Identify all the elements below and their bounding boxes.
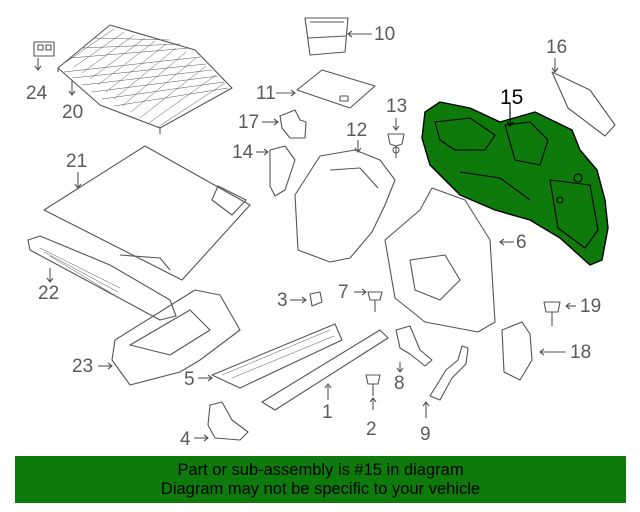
part-21-floor-mat (43, 145, 251, 281)
part-7-clip (354, 288, 383, 312)
part-16-panel (551, 58, 616, 137)
part-24-clip (33, 41, 55, 71)
part-22-sill-trim (27, 235, 177, 321)
part-11-cover (276, 69, 376, 109)
part-6-side-trim (384, 187, 514, 333)
callout-23: 23 (72, 356, 94, 377)
callout-13: 13 (386, 96, 408, 117)
callout-4: 4 (180, 429, 191, 450)
callout-21: 21 (66, 151, 88, 172)
callout-1: 1 (322, 402, 333, 423)
callout-18: 18 (570, 342, 592, 363)
part-2-clip (365, 374, 381, 410)
part-14-bracket (256, 145, 296, 197)
part-3-clip (290, 291, 323, 307)
banner-line-2: Diagram may not be specific to your vehi… (160, 479, 481, 498)
part-12-side-trim (294, 140, 396, 263)
part-17-bracket (262, 109, 307, 139)
part-19-clip (543, 301, 576, 326)
callout-6: 6 (516, 232, 527, 253)
part-4-bracket (194, 401, 249, 442)
callout-17: 17 (238, 112, 260, 133)
part-10-bin (304, 17, 372, 56)
info-banner: Part or sub-assembly is #15 in diagram D… (15, 456, 626, 503)
callout-2: 2 (366, 419, 377, 440)
callout-7: 7 (338, 282, 349, 303)
part-23-tray (98, 289, 241, 386)
callout-11: 11 (256, 83, 276, 104)
callout-10: 10 (374, 24, 396, 45)
callout-19: 19 (580, 296, 602, 317)
callout-22: 22 (38, 283, 60, 304)
part-5-cover (198, 323, 343, 389)
part-8-bracket (395, 325, 433, 373)
callout-24: 24 (26, 83, 48, 104)
callout-14: 14 (232, 142, 254, 163)
part-13-clip (387, 118, 405, 158)
part-20-cargo-net (57, 24, 233, 134)
callout-3: 3 (277, 290, 288, 311)
callout-8: 8 (394, 373, 405, 394)
part-15-highlighted (421, 101, 609, 266)
parts-diagram (27, 17, 616, 442)
part-1-sill (261, 329, 389, 411)
callout-15: 15 (500, 86, 524, 109)
callout-12: 12 (346, 120, 368, 141)
callout-5: 5 (184, 369, 195, 390)
part-9-bracket (422, 345, 469, 418)
callout-9: 9 (420, 424, 431, 445)
banner-line-1: Part or sub-assembly is #15 in diagram (177, 460, 464, 479)
callout-20: 20 (62, 102, 84, 123)
callout-16: 16 (546, 37, 568, 58)
part-18-bracket (501, 321, 566, 381)
